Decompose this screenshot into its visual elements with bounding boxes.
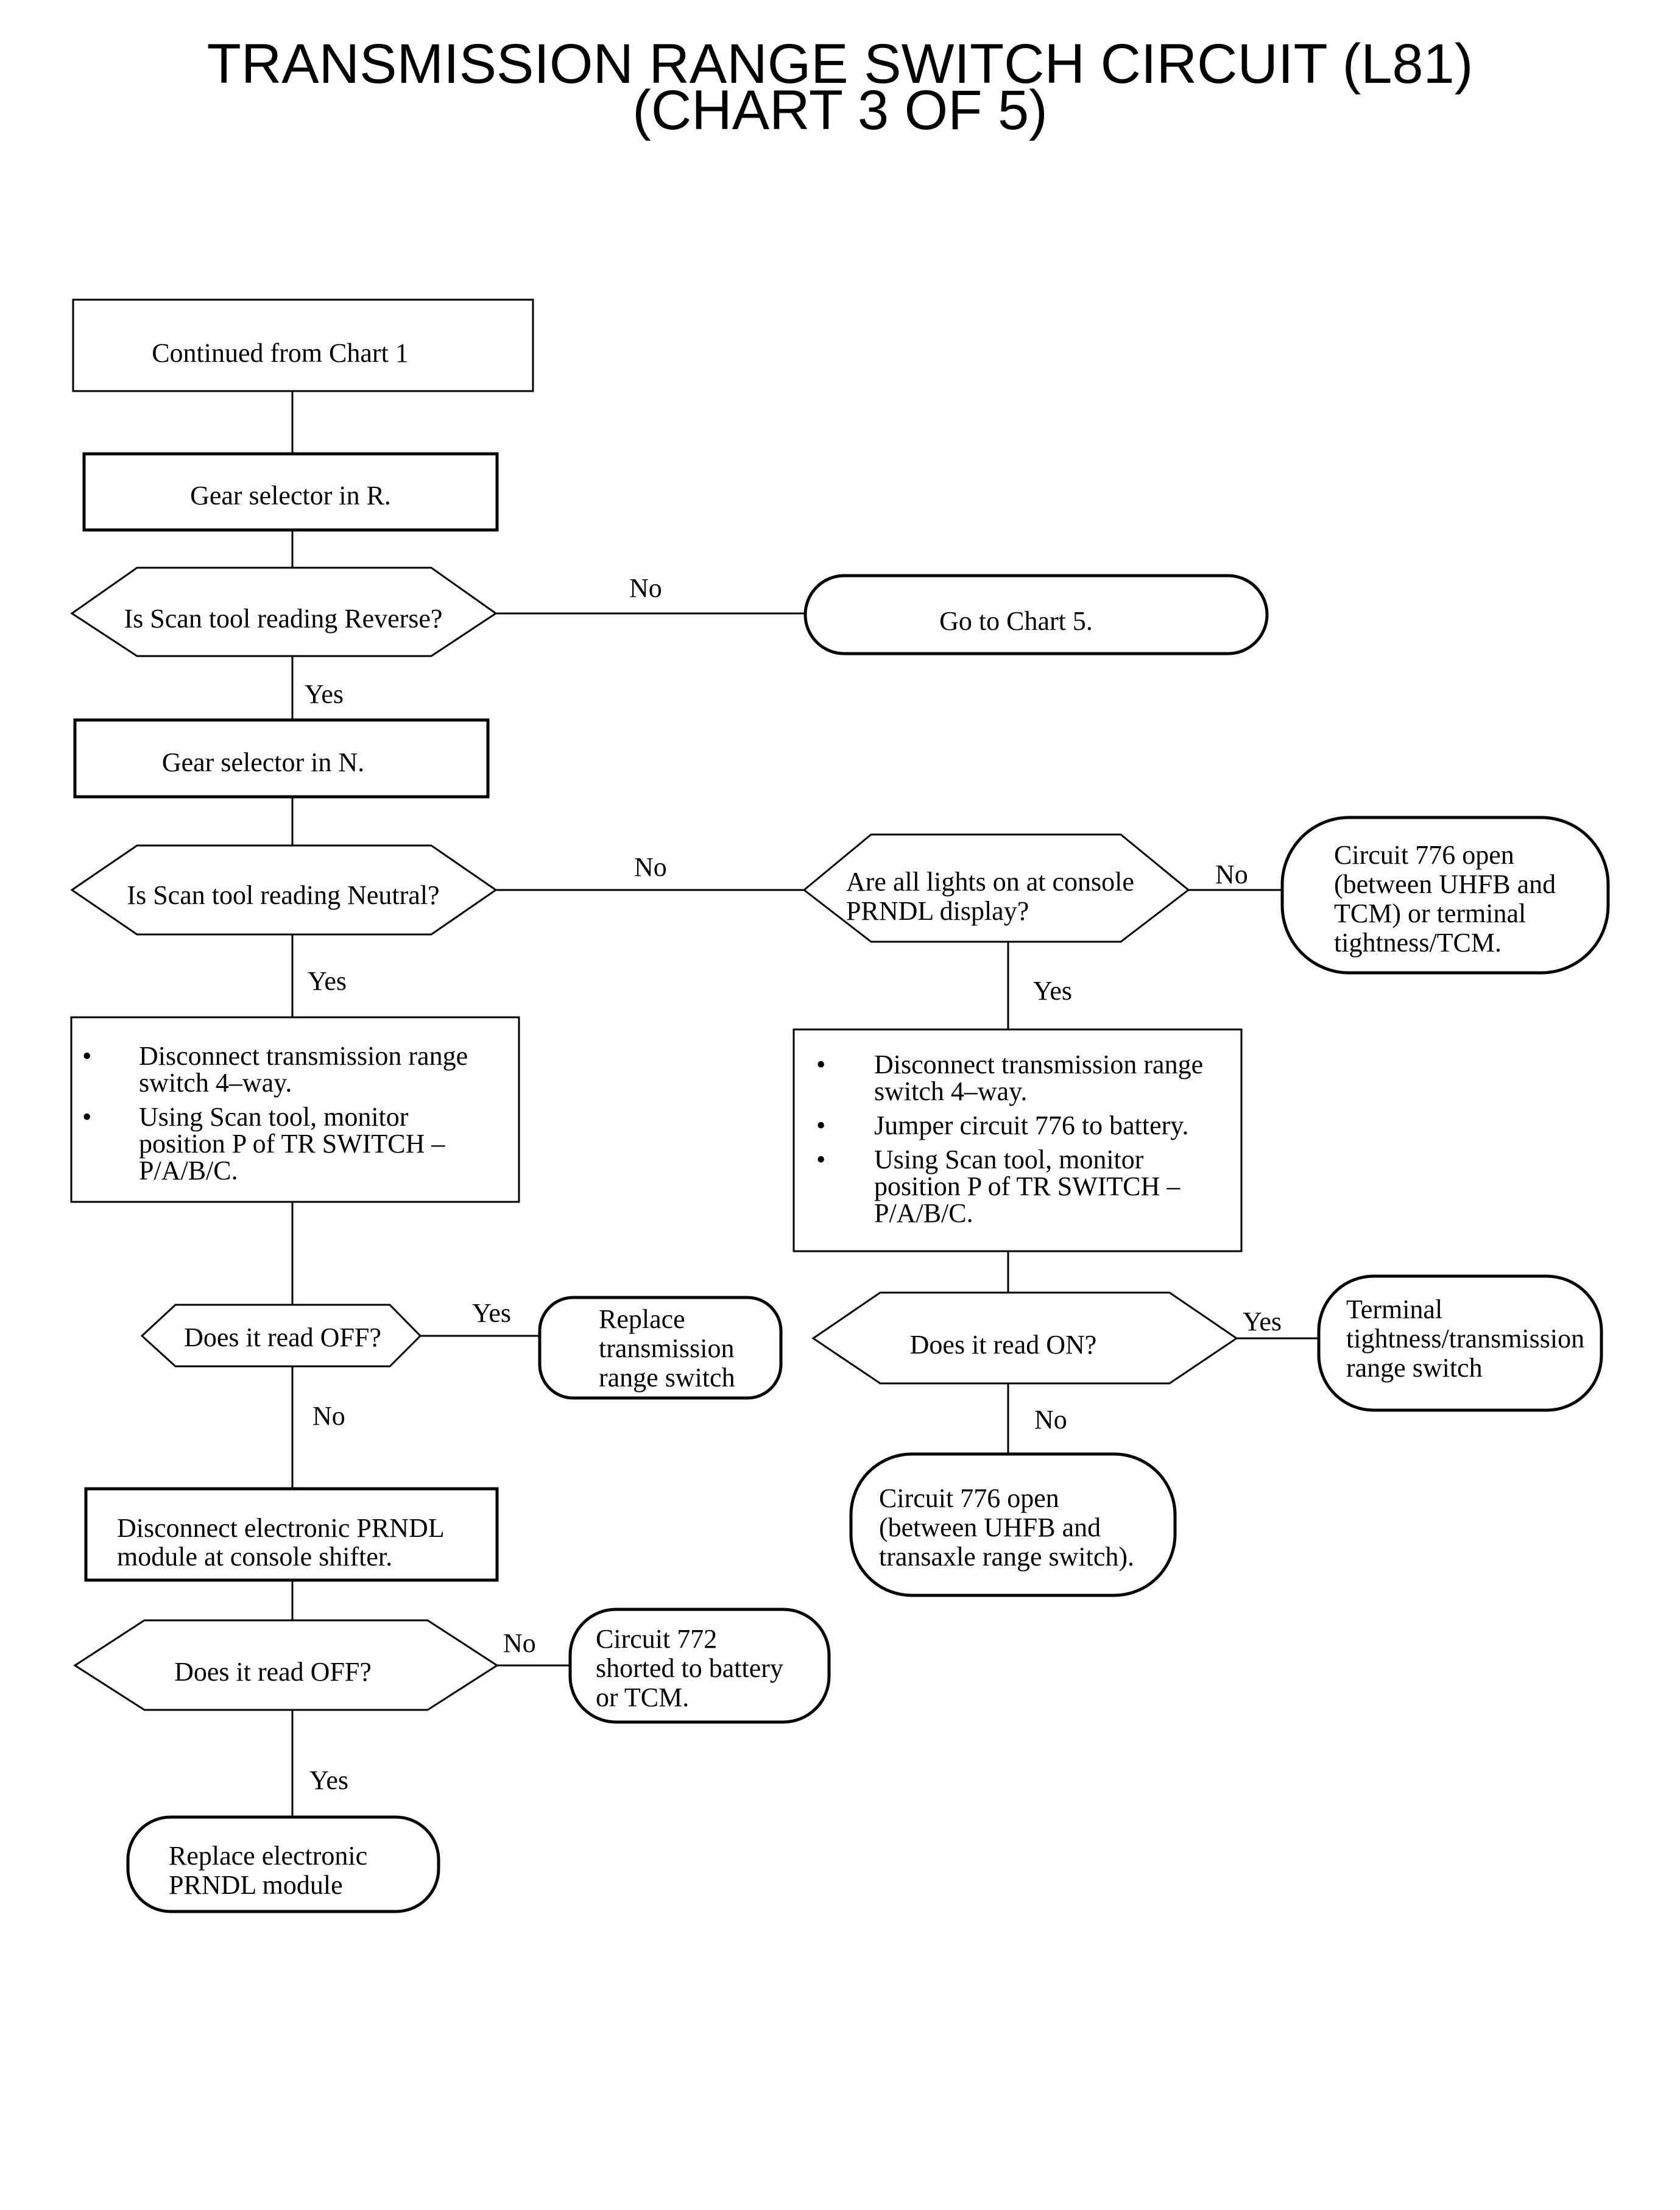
left-steps-box: • Disconnect transmission range switch 4… [70, 1016, 520, 1203]
terminal-tightness-text-1: Terminal [1346, 1294, 1442, 1324]
right-steps-box: • Disconnect transmission range switch 4… [792, 1028, 1243, 1252]
right-step-1-line-2: switch 4–way. [874, 1076, 1027, 1106]
right-step-3-line-1: Using Scan tool, monitor [874, 1145, 1144, 1174]
edge-label-off2-yes: Yes [309, 1765, 348, 1795]
decision-reverse: Is Scan tool reading Reverse? [70, 567, 498, 657]
decision-off-2: Does it read OFF? [73, 1619, 499, 1711]
circuit776-tcm-terminal: Circuit 776 open (between UHFB and TCM) … [1280, 816, 1610, 975]
circuit772-text-1: Circuit 772 [596, 1624, 717, 1654]
decision-neutral-text: Is Scan tool reading Neutral? [127, 880, 439, 910]
left-bullet-2: • [82, 1102, 91, 1132]
right-bullet-2: • [816, 1110, 825, 1140]
edge-label-lights-no: No [1215, 860, 1248, 889]
decision-off-2-text: Does it read OFF? [174, 1657, 372, 1687]
replace-trs-text-1: Replace [599, 1304, 685, 1334]
circuit776-tcm-text-1: Circuit 776 open [1334, 840, 1514, 870]
circuit772-text-3: or TCM. [596, 1682, 689, 1712]
circuit776-transaxle-terminal: Circuit 776 open (between UHFB and trans… [849, 1452, 1177, 1597]
decision-on-text: Does it read ON? [910, 1330, 1097, 1360]
go-to-chart5-text: Go to Chart 5. [939, 606, 1093, 636]
chart-subtitle: (CHART 3 OF 5) [632, 79, 1048, 141]
left-step-1-line-2: switch 4–way. [139, 1068, 292, 1098]
left-step-2-line-2: position P of TR SWITCH – [139, 1129, 445, 1159]
replace-prndl-text-2: PRNDL module [169, 1870, 343, 1900]
edge-label-off1-no: No [312, 1401, 345, 1431]
decision-off-1: Does it read OFF? [140, 1304, 422, 1368]
terminal-tightness-text-2: tightness/transmission [1346, 1324, 1584, 1354]
disconnect-prndl-box: Disconnect electronic PRNDL module at co… [84, 1487, 499, 1582]
chart-title: TRANSMISSION RANGE SWITCH CIRCUIT (L81) [207, 33, 1474, 95]
decision-on: Does it read ON? [811, 1291, 1238, 1385]
decision-off-1-text: Does it read OFF? [184, 1322, 381, 1352]
edge-labels: No Yes No Yes No Yes Yes No Yes No No Ye… [305, 573, 1282, 1795]
circuit776-tcm-text-4: tightness/TCM. [1334, 928, 1502, 958]
circuit772-text-2: shorted to battery [596, 1653, 783, 1683]
decision-lights-text-2: PRNDL display? [846, 896, 1029, 926]
decision-reverse-text: Is Scan tool reading Reverse? [124, 604, 443, 634]
right-step-3-line-2: position P of TR SWITCH – [874, 1171, 1181, 1201]
go-to-chart5-terminal: Go to Chart 5. [803, 574, 1269, 655]
replace-trs-text-2: transmission [599, 1333, 734, 1363]
edge-label-off2-no: No [503, 1628, 536, 1658]
circuit776-transaxle-text-2: (between UHFB and [879, 1513, 1101, 1542]
gear-selector-n-text: Gear selector in N. [162, 747, 364, 777]
right-bullet-1: • [816, 1050, 825, 1079]
left-step-2-line-3: P/A/B/C. [139, 1156, 238, 1185]
edge-label-reverse-no: No [629, 573, 662, 603]
edge-label-reverse-yes: Yes [305, 679, 344, 709]
decision-lights-text-1: Are all lights on at console [846, 867, 1134, 897]
decision-lights: Are all lights on at console PRNDL displ… [802, 833, 1190, 943]
terminal-tightness-terminal: Terminal tightness/transmission range sw… [1317, 1274, 1603, 1412]
circuit776-tcm-text-2: (between UHFB and [1334, 869, 1556, 899]
edge-label-off1-yes: Yes [472, 1298, 511, 1328]
replace-trs-terminal: Replace transmission range switch [538, 1296, 783, 1400]
edge-label-on-yes: Yes [1243, 1307, 1282, 1336]
terminal-tightness-text-3: range switch [1346, 1353, 1483, 1383]
disconnect-prndl-text-1: Disconnect electronic PRNDL [117, 1513, 445, 1543]
edge-label-on-no: No [1034, 1405, 1067, 1435]
gear-selector-r-box: Gear selector in R. [82, 452, 499, 532]
edge-label-neutral-yes: Yes [308, 966, 347, 996]
left-bullet-1: • [82, 1041, 91, 1071]
disconnect-prndl-text-2: module at console shifter. [117, 1542, 392, 1572]
replace-prndl-terminal: Replace electronic PRNDL module [126, 1815, 440, 1913]
right-step-3-line-3: P/A/B/C. [874, 1198, 973, 1228]
decision-neutral: Is Scan tool reading Neutral? [70, 844, 498, 936]
gear-selector-n-box: Gear selector in N. [73, 718, 490, 799]
continued-from-chart1-box: Continued from Chart 1 [72, 298, 534, 392]
left-step-2-line-1: Using Scan tool, monitor [139, 1102, 409, 1132]
left-step-1-line-1: Disconnect transmission range [139, 1041, 468, 1071]
circuit776-transaxle-text-3: transaxle range switch). [879, 1542, 1134, 1572]
circuit772-terminal: Circuit 772 shorted to battery or TCM. [568, 1608, 831, 1724]
circuit776-transaxle-text-1: Circuit 776 open [879, 1483, 1059, 1513]
gear-selector-r-text: Gear selector in R. [190, 481, 391, 510]
edge-label-lights-yes: Yes [1033, 976, 1072, 1006]
connectors [291, 391, 1319, 1817]
continued-text: Continued from Chart 1 [152, 338, 409, 368]
right-step-2-line-1: Jumper circuit 776 to battery. [874, 1110, 1188, 1140]
circuit776-tcm-text-3: TCM) or terminal [1334, 898, 1526, 928]
edge-label-neutral-no: No [634, 852, 667, 882]
replace-prndl-text-1: Replace electronic [169, 1841, 367, 1871]
right-step-1-line-1: Disconnect transmission range [874, 1050, 1203, 1079]
right-bullet-3: • [816, 1145, 825, 1174]
replace-trs-text-3: range switch [599, 1363, 735, 1393]
